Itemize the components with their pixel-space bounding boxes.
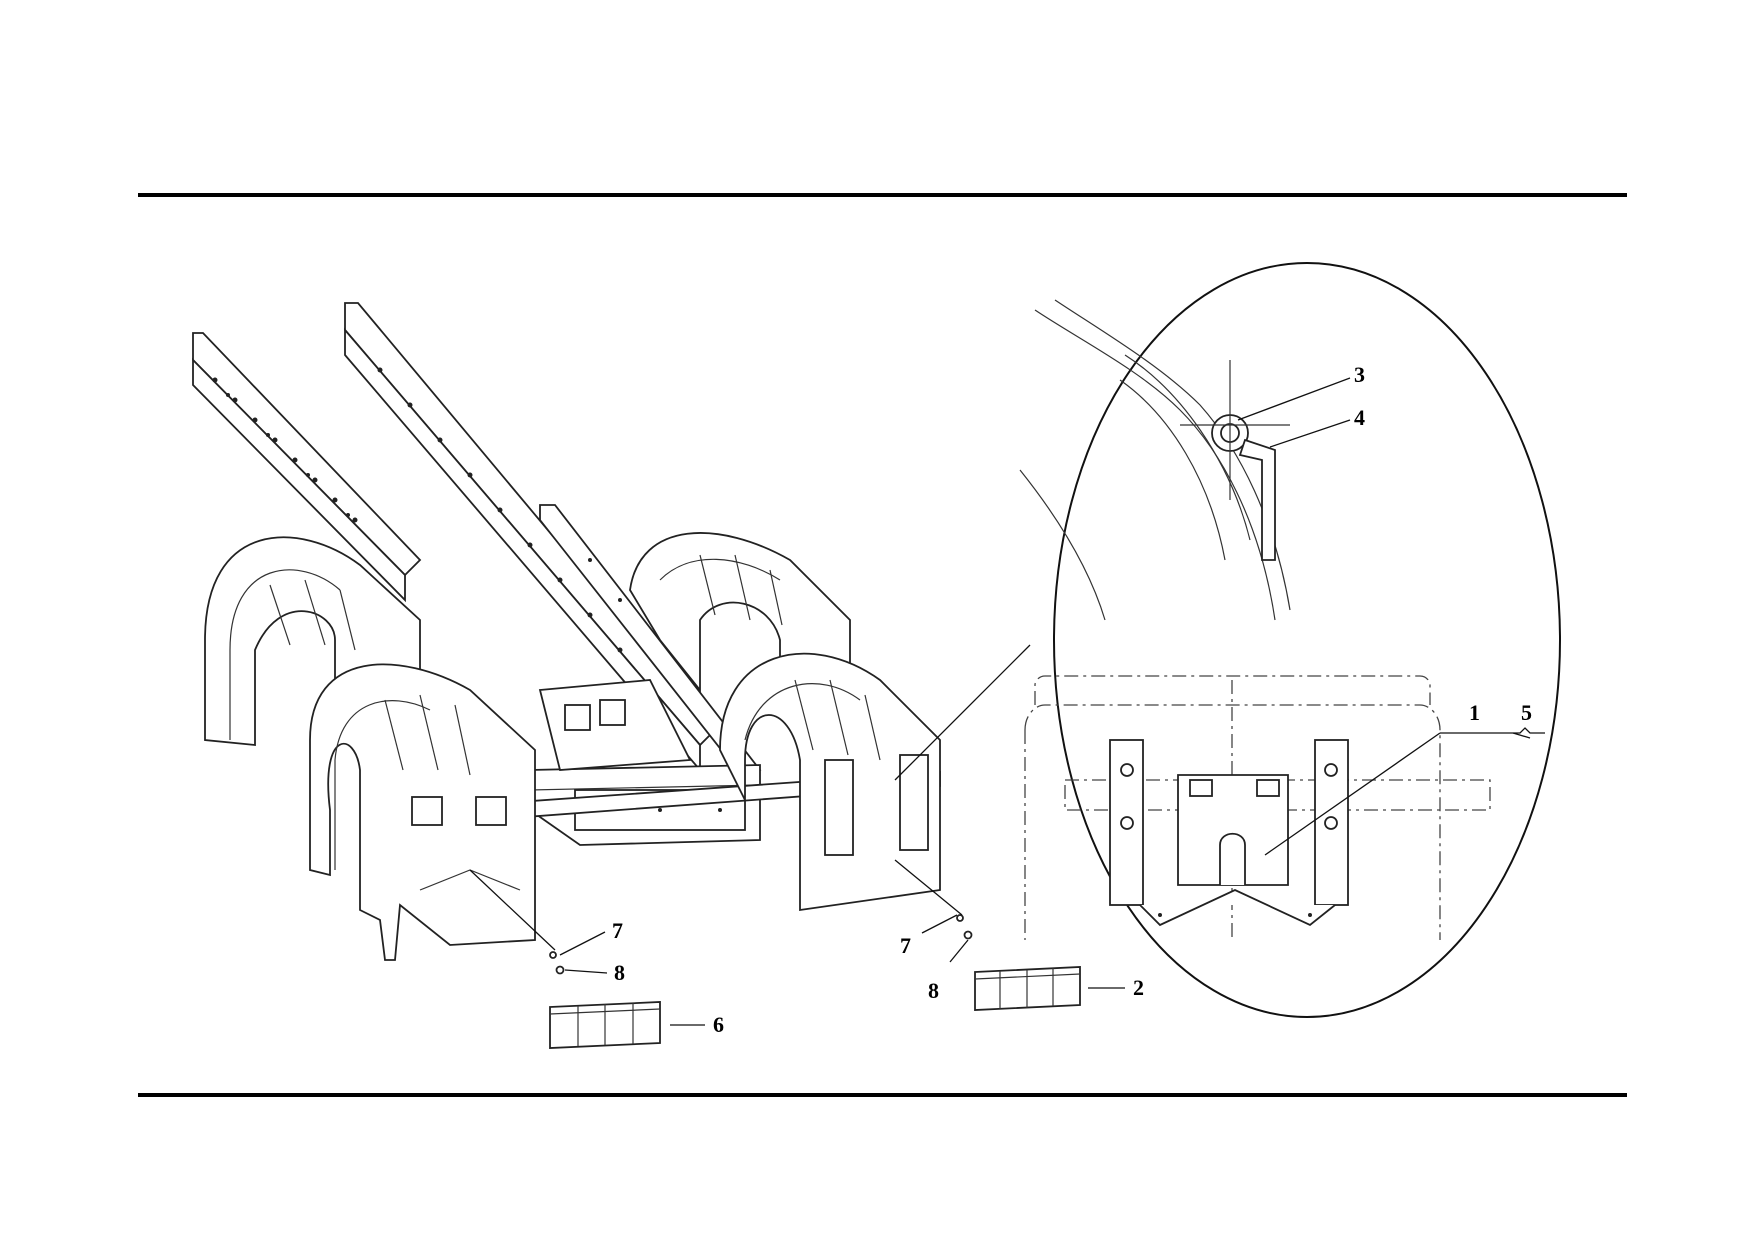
leader-lines (469, 377, 1545, 1026)
fender-rear-right (629, 532, 851, 693)
callout-5: 5 (1521, 700, 1532, 725)
mounting-plate-detail (1024, 675, 1491, 940)
callout-6: 6 (713, 1012, 724, 1037)
reflector-part-6 (549, 1001, 661, 1049)
nut-right (963, 930, 973, 940)
pipe-clamp-detail (1019, 299, 1291, 621)
callout-7-left: 7 (612, 918, 623, 943)
callout-2: 2 (1133, 975, 1144, 1000)
callout-8-left: 8 (614, 960, 625, 985)
reflector-part-2 (974, 966, 1081, 1011)
detail-pointer-line (894, 644, 1031, 781)
fender-front-left (309, 663, 536, 961)
washer-right (956, 914, 964, 922)
callout-3: 3 (1354, 362, 1365, 387)
fender-front-right (719, 652, 941, 912)
callout-4: 4 (1354, 405, 1365, 430)
callout-7-right: 7 (900, 933, 911, 958)
nut-left (555, 965, 565, 975)
washer-left (549, 951, 557, 959)
callout-8-right: 8 (928, 978, 939, 1003)
callout-1: 1 (1469, 700, 1480, 725)
detail-view (1019, 262, 1561, 1018)
